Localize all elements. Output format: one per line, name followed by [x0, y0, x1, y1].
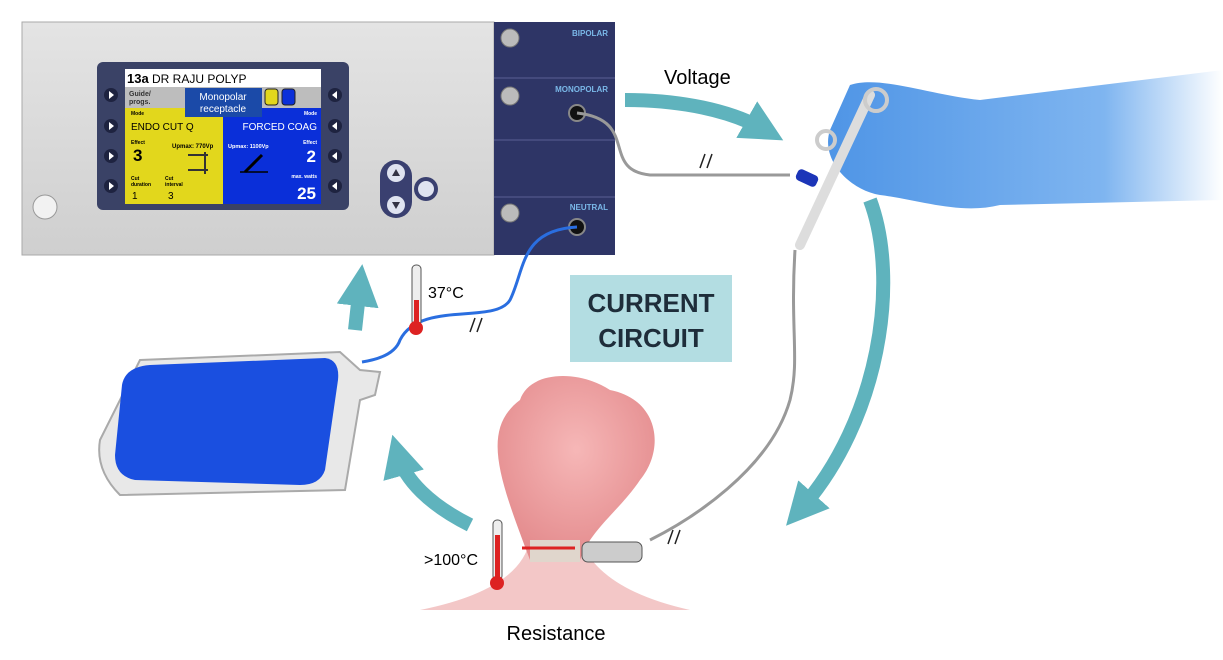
voltage-label: Voltage [664, 67, 731, 89]
program-number: 13a [127, 71, 149, 86]
gloved-hand [828, 70, 1223, 209]
snare-handle[interactable] [795, 90, 875, 250]
tooltip-line-1: Monopolar [199, 92, 247, 103]
monopolar-tooltip [185, 88, 262, 117]
cut-duration-label: Cut [131, 176, 140, 182]
thermometer-icon [490, 576, 504, 590]
guide-label: Guide/ [129, 91, 151, 98]
arrow-icon [332, 182, 337, 190]
resistance-label: Resistance [507, 623, 606, 645]
arrow-icon [109, 152, 114, 160]
coag-watts: 25 [297, 184, 316, 203]
coag-effect: 2 [307, 147, 316, 166]
cut-interval-label-2: interval [165, 182, 183, 188]
arrow-icon [109, 91, 114, 99]
program-name: DR RAJU POLYP [152, 72, 246, 86]
cut-effect: 3 [133, 146, 142, 165]
probe-cable [649, 249, 797, 542]
arrow-icon [332, 91, 337, 99]
cut-effect-label: Effect [131, 140, 145, 146]
cut-interval-label: Cut [165, 176, 174, 182]
cut-duration-label-2: duration [131, 182, 151, 188]
arrow-icon [332, 122, 337, 130]
coag-upmax: Upmax: 1100Vp [228, 144, 269, 150]
neutral-electrode-pad [98, 350, 382, 497]
current-circuit-box [570, 275, 732, 362]
cut-mode-label: Mode [131, 111, 144, 117]
circuit-label-2: CIRCUIT [598, 323, 704, 353]
coag-watts-label: max. watts [291, 174, 317, 180]
cut-upmax: Upmax: 770Vp [172, 144, 214, 150]
tooltip-line-2: receptacle [200, 104, 247, 115]
active-cable [576, 111, 790, 177]
snare-sheath [581, 541, 643, 563]
cut-mode: ENDO CUT Q [131, 122, 194, 133]
coag-effect-label: Effect [303, 140, 317, 146]
cut-duration: 1 [132, 191, 138, 202]
arrow-icon [332, 152, 337, 160]
circuit-arrows [336, 93, 891, 532]
neutral-cable [361, 225, 578, 364]
circuit-label-1: CURRENT [587, 288, 714, 318]
neutral-port-label: NEUTRAL [570, 203, 608, 212]
arrow-icon [109, 122, 114, 130]
monopolar-port-label: MONOPOLAR [555, 85, 608, 94]
tissue-temperature: >100°C [424, 552, 478, 569]
coag-panel [223, 108, 321, 204]
enter-button[interactable] [418, 181, 434, 197]
thermometer-icon [409, 321, 423, 335]
bipolar-port-label: BIPOLAR [572, 29, 608, 38]
cut-interval: 3 [168, 191, 174, 202]
guide-label-2: progs. [129, 99, 150, 106]
coag-mode-label: Mode [304, 111, 317, 117]
electrosurgical-generator: BIPOLAR MONOPOLAR NEUTRAL 13a DR RAJU PO… [21, 21, 615, 256]
coag-mode: FORCED COAG [243, 122, 318, 133]
power-button[interactable] [32, 194, 58, 220]
arrow-icon [109, 182, 114, 190]
polyp-tissue [420, 376, 690, 610]
pad-temperature: 37°C [428, 285, 464, 302]
